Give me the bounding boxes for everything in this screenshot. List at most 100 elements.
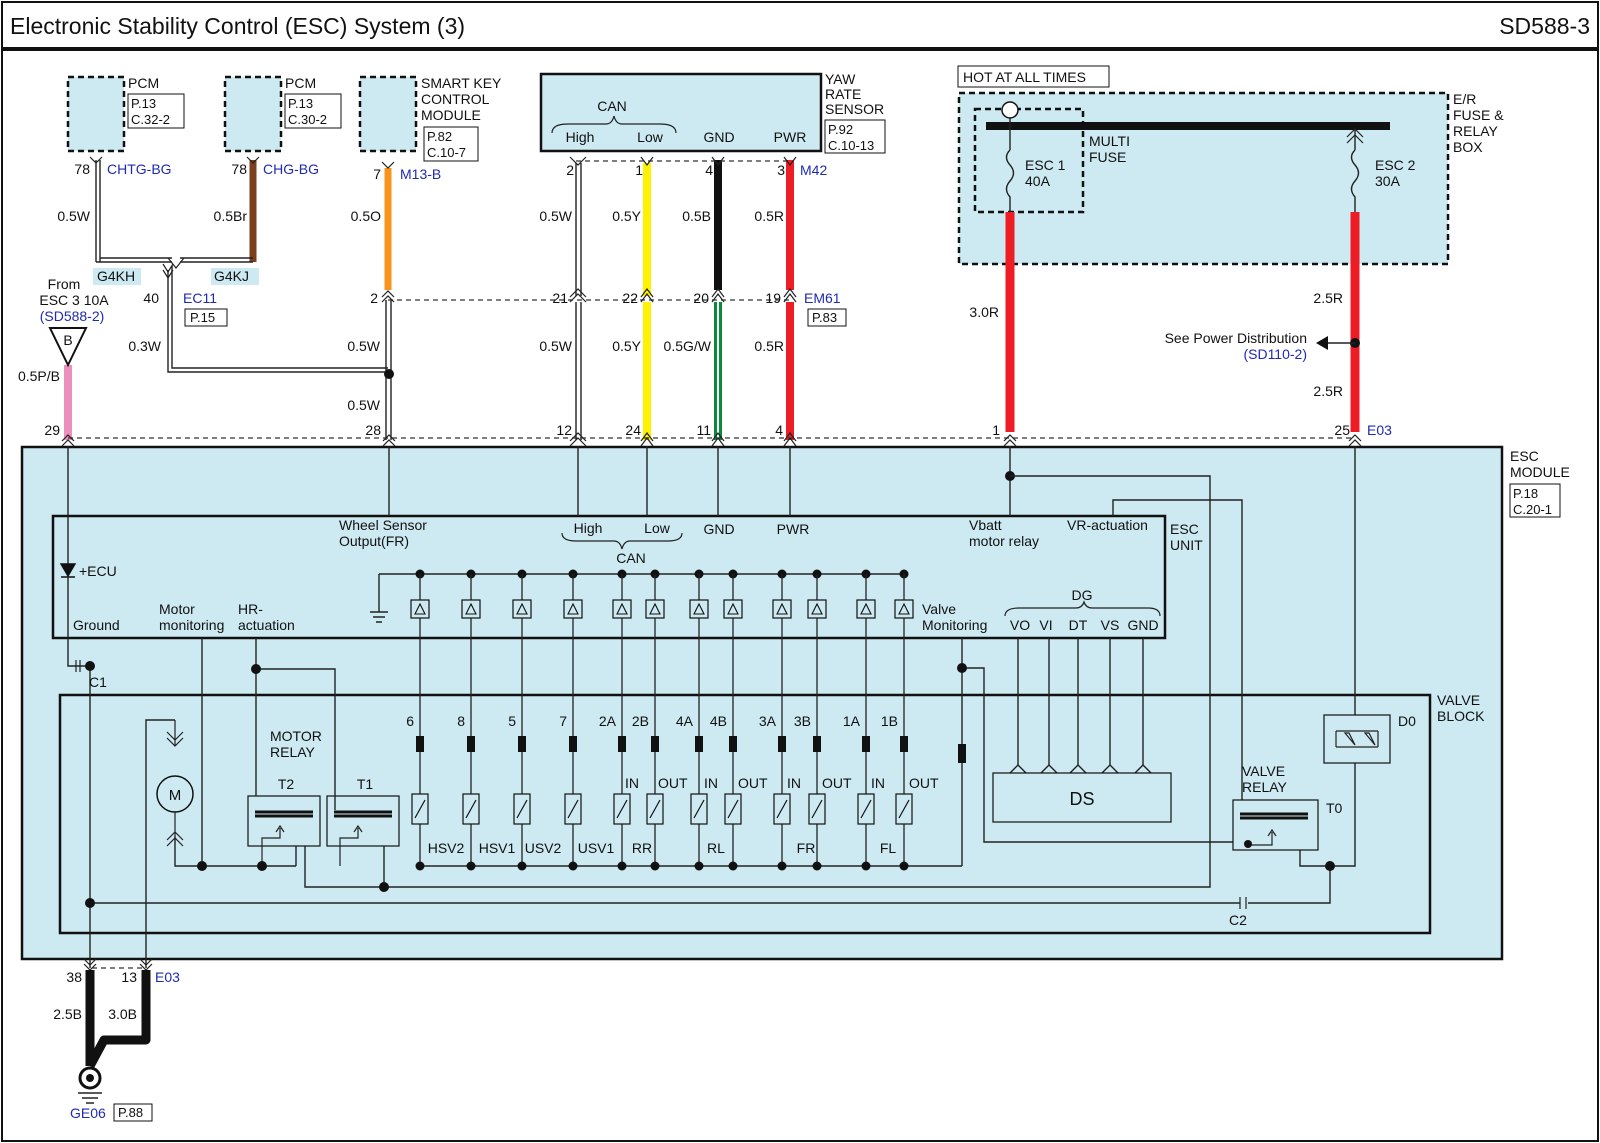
wire-vr-actuation [1112, 499, 1243, 836]
motor-mon-line1: Motor [159, 601, 195, 617]
valve-splice [861, 861, 871, 871]
valve-pin: 4B [710, 713, 727, 729]
fusebox-line1: E/R [1453, 91, 1476, 107]
wire-ground-c1 [67, 638, 91, 968]
ground-ref-box [113, 1103, 153, 1122]
pcm2-ref1: P.13 [288, 96, 313, 111]
em61-pin-20: 20 [693, 290, 709, 306]
em61-ref-box [807, 308, 847, 327]
esc2-fuse-label: ESC 2 [1375, 157, 1416, 173]
driver-triangle-icon [567, 602, 579, 615]
em61-ref: P.83 [812, 310, 837, 325]
page-code: SD588-3 [1499, 13, 1590, 39]
yaw-ref2: C.10-13 [828, 138, 874, 153]
relay-t1-box [326, 795, 400, 847]
ds-box [992, 772, 1172, 823]
valve-in-out-label: OUT [738, 775, 768, 791]
valve-solenoid-slash [465, 799, 477, 819]
smart-key-ref2: C.10-7 [427, 145, 466, 160]
c1-label: C1 [89, 674, 107, 690]
relay-splice [379, 882, 389, 892]
power-dist-arrow [1316, 336, 1328, 350]
valve-pin: 2A [599, 713, 617, 729]
valve-solenoid-slash [860, 799, 872, 819]
pcm2-box [223, 75, 283, 153]
esc-unit-low: Low [644, 520, 671, 536]
valve-splice [899, 861, 909, 871]
ec11-ref-box [184, 308, 228, 327]
pcm1-box [66, 75, 126, 153]
valve-relay-splice [1325, 861, 1335, 871]
wheel-sensor-line1: Wheel Sensor [339, 517, 427, 533]
smart-key-line3: MODULE [421, 107, 481, 123]
yaw-sensor-box [539, 72, 823, 153]
yaw-ref-box [824, 119, 886, 154]
splice-joint [167, 257, 185, 269]
driver-triangle-icon [811, 602, 823, 615]
valve-connector [467, 736, 475, 752]
wire-label-25r-bot: 2.5R [1313, 383, 1343, 399]
wire-label-05r-low: 0.5R [754, 338, 784, 354]
valve-pin: 1B [881, 713, 898, 729]
motor-splice-2 [257, 861, 267, 871]
valve-in-out-label: IN [787, 775, 801, 791]
c1-capacitor [75, 660, 81, 672]
yaw-conn: M42 [800, 162, 827, 178]
ground-wires [85, 970, 151, 1069]
relay-coils [255, 810, 392, 818]
wire-label-30r: 3.0R [969, 304, 999, 320]
g4kh-tag [93, 268, 141, 285]
valve-solenoid-slash [727, 799, 739, 819]
valve-relay-coil [1240, 812, 1308, 820]
from-esc-line1: From [48, 276, 81, 292]
valve-mon-line1: Valve [922, 601, 956, 617]
yaw-can-brace [551, 115, 677, 134]
power-dist-ref: (SD110-2) [1243, 346, 1307, 362]
ground-pin-38: 38 [66, 969, 82, 985]
em61-pin-22: 22 [622, 290, 638, 306]
c1-splice [85, 661, 95, 671]
busbar-terminal [1001, 101, 1019, 119]
valve-mon-line2: Monitoring [922, 617, 987, 633]
driver-triangle-icon [860, 602, 872, 615]
motor-relay-line2: RELAY [270, 744, 316, 760]
esc-unit-pwr: PWR [777, 521, 810, 537]
page-title: Electronic Stability Control (ESC) Syste… [10, 13, 465, 39]
driver-box [461, 599, 481, 619]
wire-motor-monitoring [145, 638, 203, 968]
wire-label-05w-can: 0.5W [539, 208, 572, 224]
valve-pin: 2B [632, 713, 649, 729]
hr-line2: actuation [238, 617, 295, 633]
valve-mon-connector [958, 744, 966, 763]
valve-group-label: HSV1 [479, 840, 516, 856]
valve-splice [777, 861, 787, 871]
driver-box [410, 599, 430, 619]
valve-solenoid-slash [616, 799, 628, 819]
ec11-wire: 0.3W [128, 338, 161, 354]
e03-pin-1: 1 [992, 422, 1000, 438]
driver-triangle-icon [776, 602, 788, 615]
valve-relay-line1: VALVE [1242, 763, 1285, 779]
valve-splice [415, 861, 425, 871]
smart-key-conn: M13-B [400, 166, 441, 182]
e03-pin-4: 4 [775, 422, 783, 438]
e03-pin-29: 29 [44, 422, 60, 438]
esc-unit-high: High [574, 520, 603, 536]
valve-connector [569, 736, 577, 752]
pcm2-ref2: C.30-2 [288, 112, 327, 127]
valve-splice [568, 861, 578, 871]
multi-fuse-line1: MULTI [1089, 133, 1130, 149]
esc-module-ref1: P.18 [1513, 486, 1538, 501]
driver-box [807, 599, 827, 619]
pcm1-ref1: P.13 [131, 96, 156, 111]
valve-pin: 3A [759, 713, 777, 729]
smart-key-box [358, 75, 418, 153]
wire-label-25r-top: 2.5R [1313, 290, 1343, 306]
e03-conn: E03 [1367, 422, 1392, 438]
valve-pin: 8 [457, 713, 465, 729]
valve-pin: 6 [406, 713, 414, 729]
valve-connector [695, 736, 703, 752]
esc-unit-line1: ESC [1170, 521, 1199, 537]
multi-fuse-line2: FUSE [1089, 149, 1126, 165]
